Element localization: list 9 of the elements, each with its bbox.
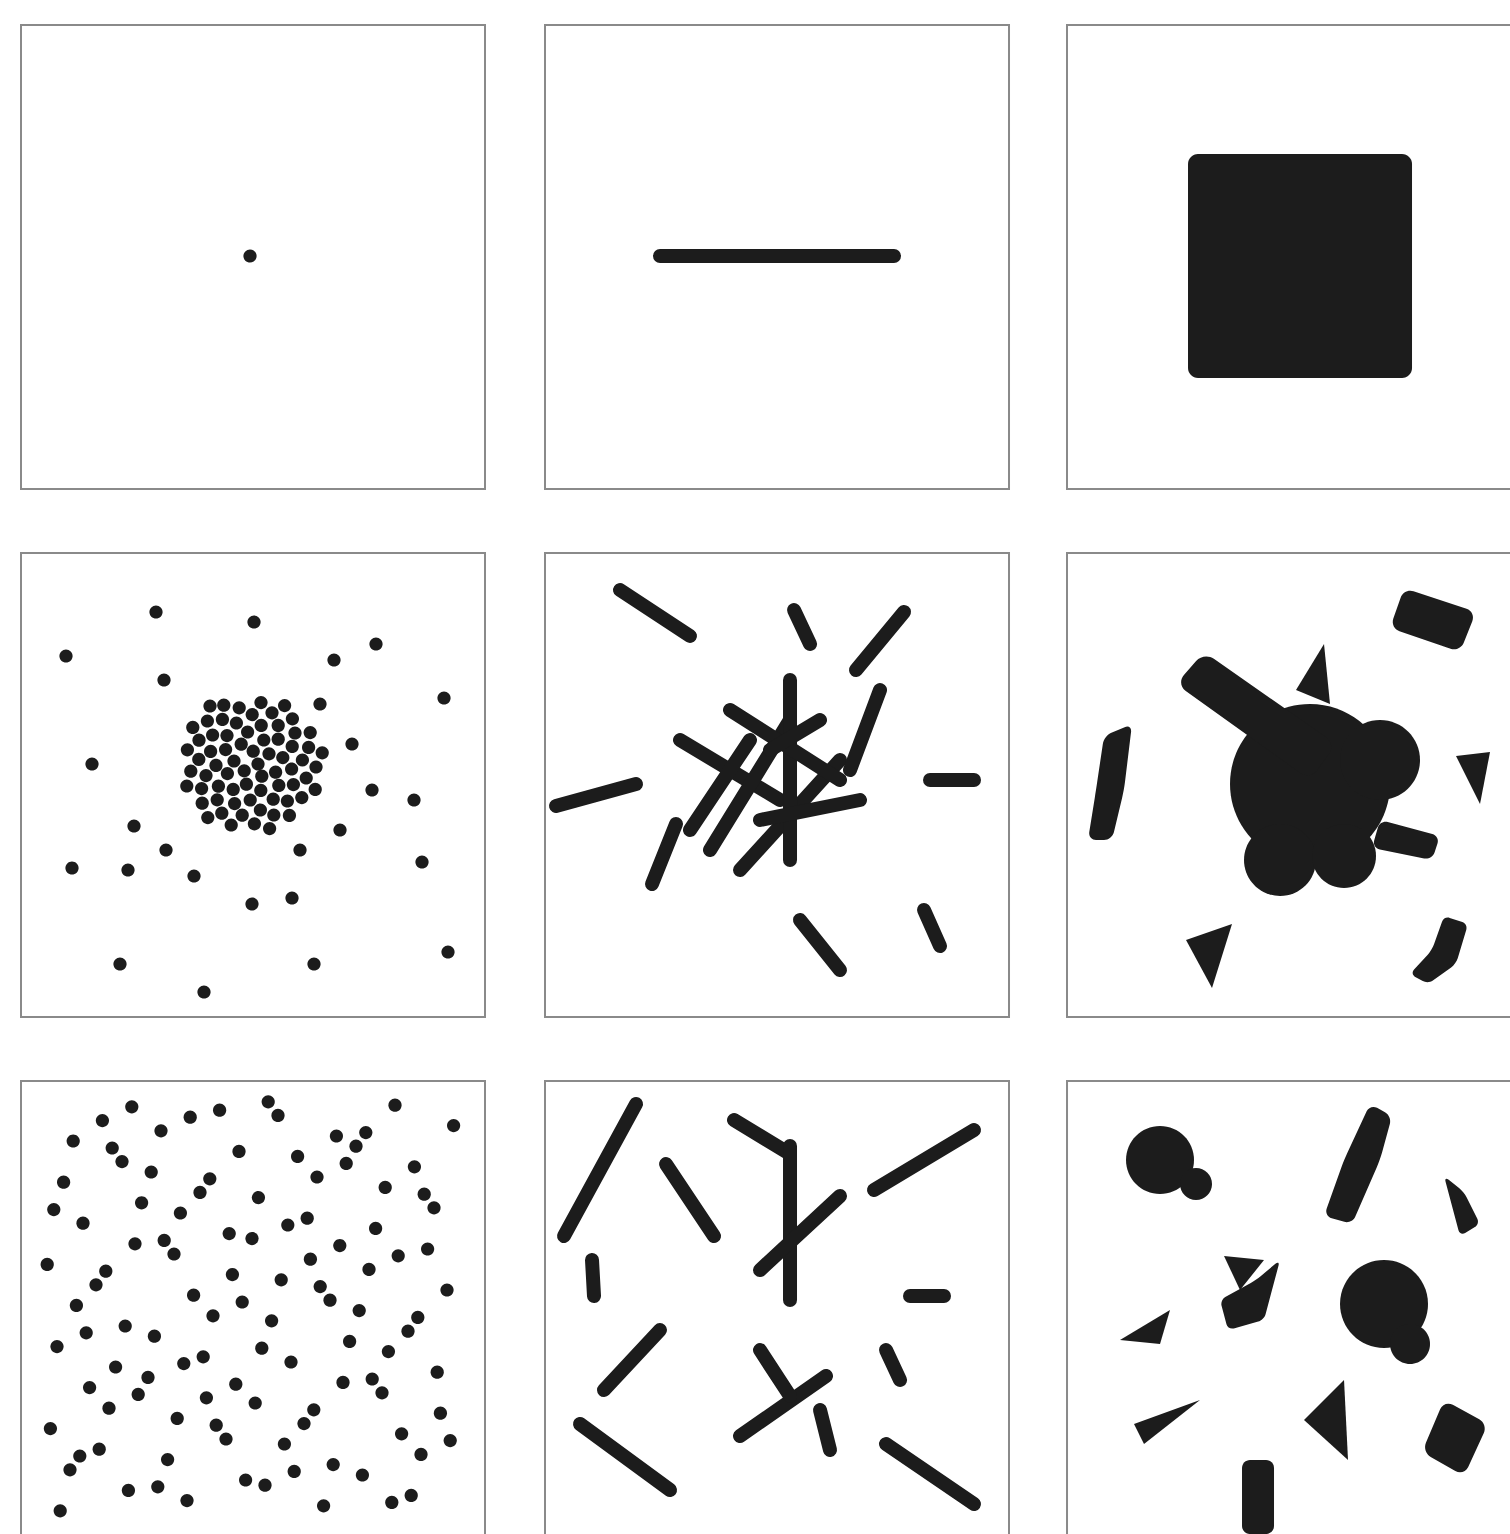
panel-box [544,24,1010,490]
panel-box [20,24,486,490]
panel-box [20,1080,486,1534]
panel-box [1066,552,1510,1018]
panel-box [1066,24,1510,490]
panel-box [544,1080,1010,1534]
panel-box [544,552,1010,1018]
panel-box [1066,1080,1510,1534]
panel-box [20,552,486,1018]
